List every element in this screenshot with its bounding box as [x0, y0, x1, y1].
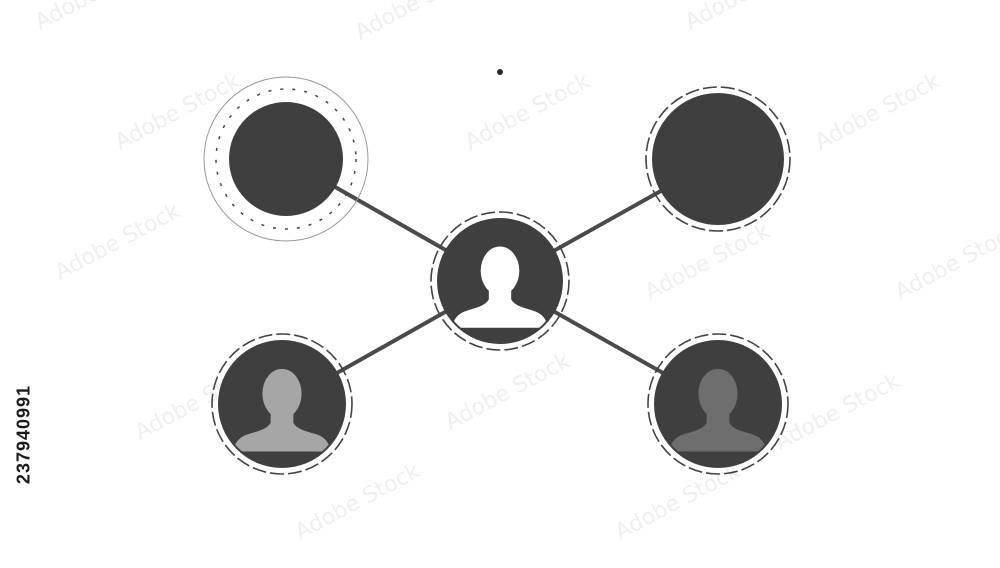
watermark-text: Adobe Stock [461, 69, 594, 156]
dotted-ring [215, 88, 357, 230]
avatar-holder [233, 368, 331, 452]
watermark-text: Adobe Stock [811, 69, 944, 156]
user-silhouette-icon [452, 246, 548, 328]
node-top-right [645, 86, 791, 232]
watermark-text: Adobe Stock [681, 0, 814, 35]
stock-id-label: 237940991 [13, 384, 34, 485]
node-bottom-left [211, 333, 353, 475]
watermark-text: Adobe Stock [441, 349, 574, 436]
avatar-holder [452, 246, 548, 328]
silhouette-head [480, 246, 520, 296]
node-bottom-right [647, 333, 789, 475]
watermark-text: Adobe Stock [111, 69, 244, 156]
silhouette-head [698, 368, 738, 419]
silhouette-body [669, 412, 767, 452]
node-top-left [203, 76, 369, 242]
user-silhouette-icon [669, 368, 767, 452]
watermark-text: Adobe Stock [351, 0, 484, 45]
nodes [203, 76, 791, 475]
watermark-text: Adobe Stock [611, 459, 744, 546]
stray-dot [497, 69, 503, 75]
watermark-text: Adobe Stock [891, 219, 1000, 306]
node-disc [652, 93, 784, 225]
silhouette-body [452, 289, 548, 328]
watermark-text: Adobe Stock [641, 219, 774, 306]
silhouette-body [233, 412, 331, 452]
watermark-text: Adobe Stock [771, 369, 904, 456]
silhouette-head [262, 368, 302, 419]
user-silhouette-icon [233, 368, 331, 452]
watermark-text: Adobe Stock [51, 199, 184, 286]
dashed-ring [211, 333, 353, 475]
dashed-ring [430, 211, 570, 351]
node-disc [229, 102, 343, 216]
watermark-text: Adobe Stock [291, 459, 424, 546]
dashed-ring [647, 333, 789, 475]
halo-ring [203, 76, 369, 242]
node-center [430, 211, 570, 351]
dashed-ring [645, 86, 791, 232]
avatar-holder [669, 368, 767, 452]
watermark-text: Adobe Stock [31, 0, 164, 35]
